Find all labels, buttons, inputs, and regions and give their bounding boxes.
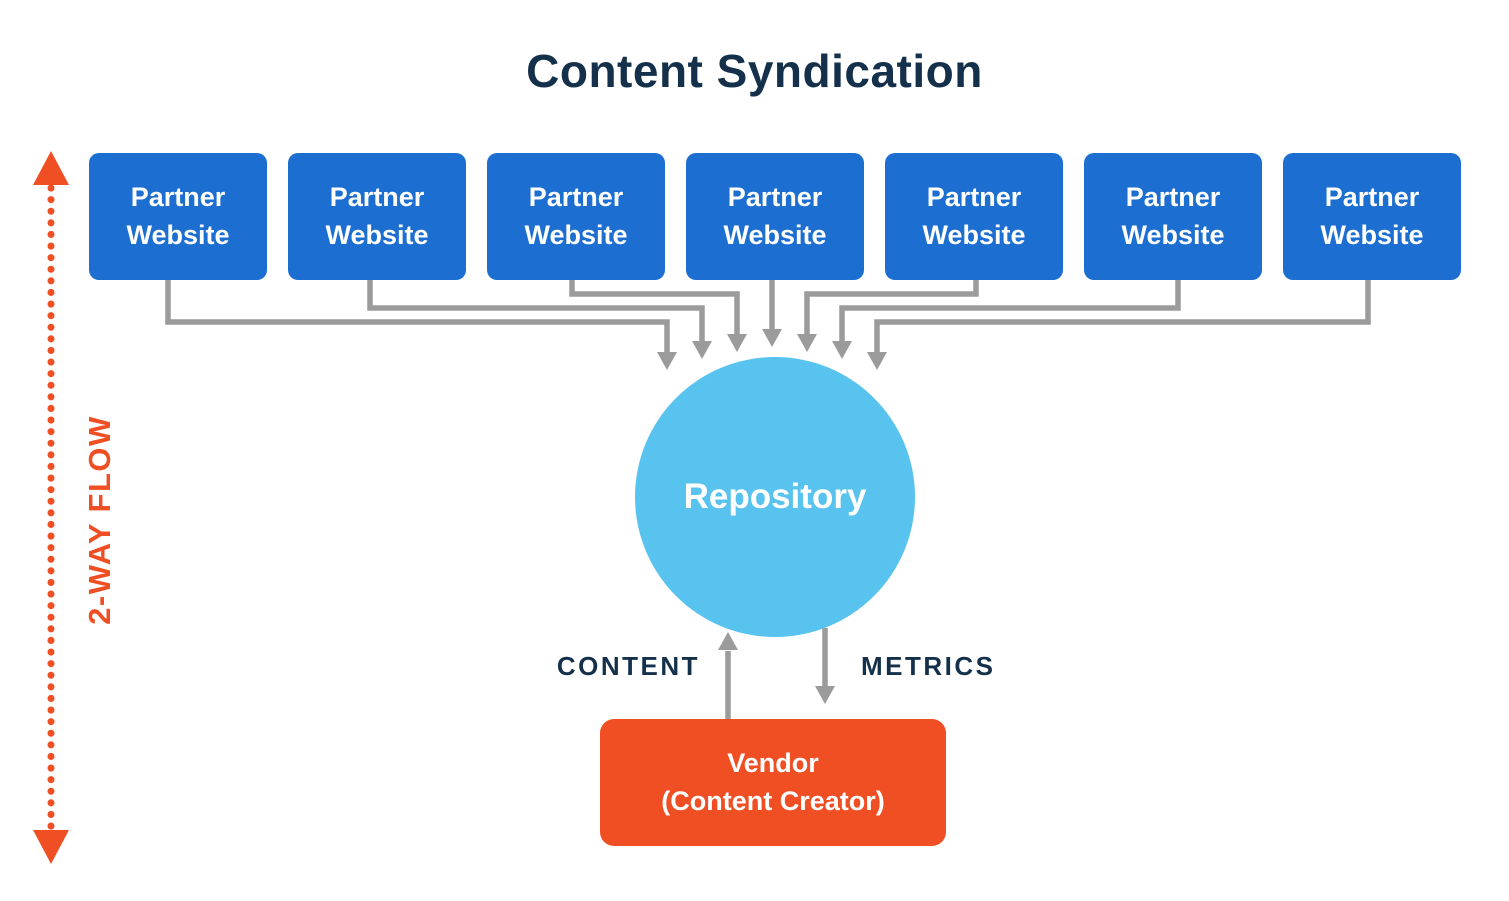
arrow-partner-3-to-repository [569, 280, 740, 338]
arrowhead-partner-3-icon [727, 334, 747, 352]
two-way-flow-down-arrowhead-icon [33, 830, 69, 864]
arrowhead-partner-4-icon [762, 329, 782, 347]
arrowhead-partner-6-icon [832, 341, 852, 359]
partner-website-node-6: Partner Website [1084, 153, 1262, 280]
arrow-partner-7-to-repository [874, 280, 1371, 356]
arrowhead-partner-7-icon [867, 352, 887, 370]
two-way-flow-up-arrowhead-icon [33, 151, 69, 185]
arrow-partner-5-to-repository [804, 280, 979, 338]
arrowhead-partner-1-icon [657, 352, 677, 370]
vendor-node: Vendor (Content Creator) [600, 719, 946, 846]
arrowhead-content-up-icon [718, 632, 738, 650]
partner-website-node-4: Partner Website [686, 153, 864, 280]
partner-website-node-3: Partner Website [487, 153, 665, 280]
arrowhead-metrics-down-icon [815, 686, 835, 704]
two-way-flow-arrow [33, 151, 69, 864]
arrow-partner-2-to-repository [367, 280, 705, 345]
arrowhead-partner-2-icon [692, 341, 712, 359]
arrowhead-partner-5-icon [797, 334, 817, 352]
page-title: Content Syndication [526, 45, 983, 97]
arrow-partner-6-to-repository [839, 280, 1181, 345]
two-way-flow-label: 2-WAY FLOW [82, 415, 117, 625]
partner-website-node-2: Partner Website [288, 153, 466, 280]
partner-website-node-7: Partner Website [1283, 153, 1461, 280]
metrics-edge-label: METRICS [861, 651, 996, 681]
content-edge-label: CONTENT [556, 651, 700, 681]
repository-node: Repository [635, 357, 915, 637]
arrow-partner-1-to-repository [165, 280, 670, 356]
partner-website-node-5: Partner Website [885, 153, 1063, 280]
partner-website-node-1: Partner Website [89, 153, 267, 280]
